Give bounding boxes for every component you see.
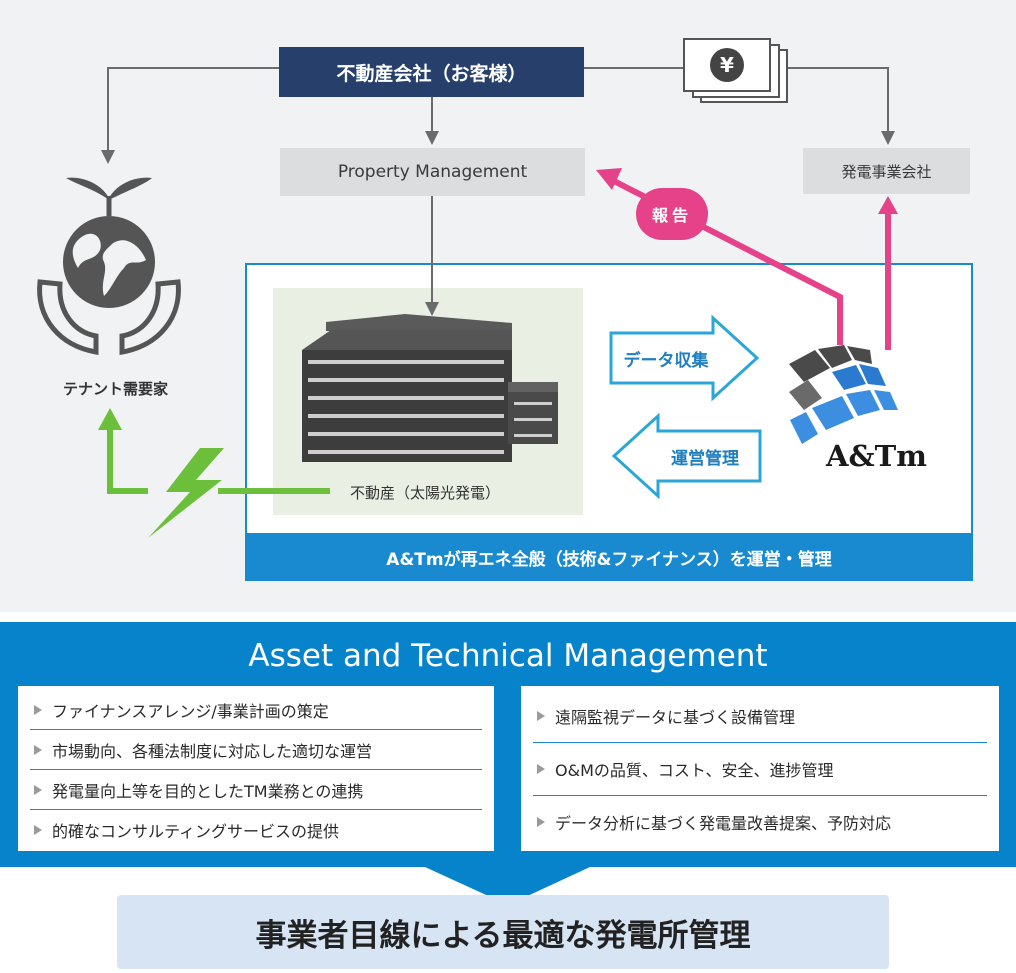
arrowhead-pm [425,131,439,145]
list-item: 遠隔監視データに基づく設備管理 [533,690,987,743]
bullet-triangle-icon [34,744,42,755]
lightning-icon [148,448,224,538]
tenant-label: テナント需要家 [62,379,168,398]
data-collection-label: データ収集 [624,350,710,371]
bullet-triangle-icon [34,784,42,795]
bullet-triangle-icon [537,817,545,827]
yen-symbol: ¥ [720,53,734,77]
client-company-box: 不動産会社（お客様） [279,47,584,97]
power-company-label: 発電事業会社 [841,162,932,181]
power-report-arrowhead [878,196,898,214]
bullet-triangle-icon [537,711,545,721]
list-item: 発電量向上等を目的としたTM業務との連携 [30,770,482,810]
list-item: 的確なコンサルティングサービスの提供 [30,810,482,849]
power-flow-line [107,428,330,494]
asset-management-list: ファイナンスアレンジ/事業計画の策定 市場動向、各種法制度に対応した適切な運営 … [18,686,494,851]
list-item: データ分析に基づく発電量改善提案、予防対応 [533,796,987,848]
building-label: 不動産（太陽光発電） [349,483,500,502]
technical-management-list: 遠隔監視データに基づく設備管理 O&Mの品質、コスト、安全、進捗管理 データ分析… [521,686,999,851]
bullet-triangle-icon [537,764,545,774]
atm-services-title: Asset and Technical Management [248,638,768,674]
atm-logo-mark [789,345,898,444]
arrowhead-building [425,302,439,316]
money-to-power-line [786,67,889,133]
power-flow-arrowhead [98,408,122,430]
data-collection-arrow [609,314,760,402]
bullet-triangle-icon [34,824,42,835]
client-company-label: 不動産会社（お客様） [336,62,527,85]
conclusion-box: 事業者目線による最適な発電所管理 [117,895,889,969]
list-item: O&Mの品質、コスト、安全、進捗管理 [533,743,987,796]
arrowhead-power [881,131,895,145]
client-to-tenant-line [107,67,279,152]
money-bills-icon [683,38,788,103]
operation-label: 運営管理 [671,448,739,469]
arrowhead-tenant [101,150,115,164]
list-item: 市場動向、各種法制度に対応した適切な運営 [30,730,482,770]
atm-logo-text: A&Tm [826,439,927,473]
report-badge: 報告 [636,188,708,240]
tenant-globe-icon [37,177,181,355]
atm-banner: A&Tmが再エネ全般（技術&ファイナンス）を運営・管理 [245,533,973,581]
conclusion-label: 事業者目線による最適な発電所管理 [255,917,751,954]
operation-arrow [611,412,762,500]
property-management-label: Property Management [337,162,528,182]
power-company-box: 発電事業会社 [803,148,970,194]
report-arrowhead [596,168,622,190]
atm-banner-label: A&Tmが再エネ全般（技術&ファイナンス）を運営・管理 [386,549,832,570]
property-management-box: Property Management [280,148,585,196]
bullet-triangle-icon [34,704,42,715]
solar-building-illustration [302,314,558,462]
connector-lines [107,67,889,304]
list-item: ファイナンスアレンジ/事業計画の策定 [30,690,482,730]
